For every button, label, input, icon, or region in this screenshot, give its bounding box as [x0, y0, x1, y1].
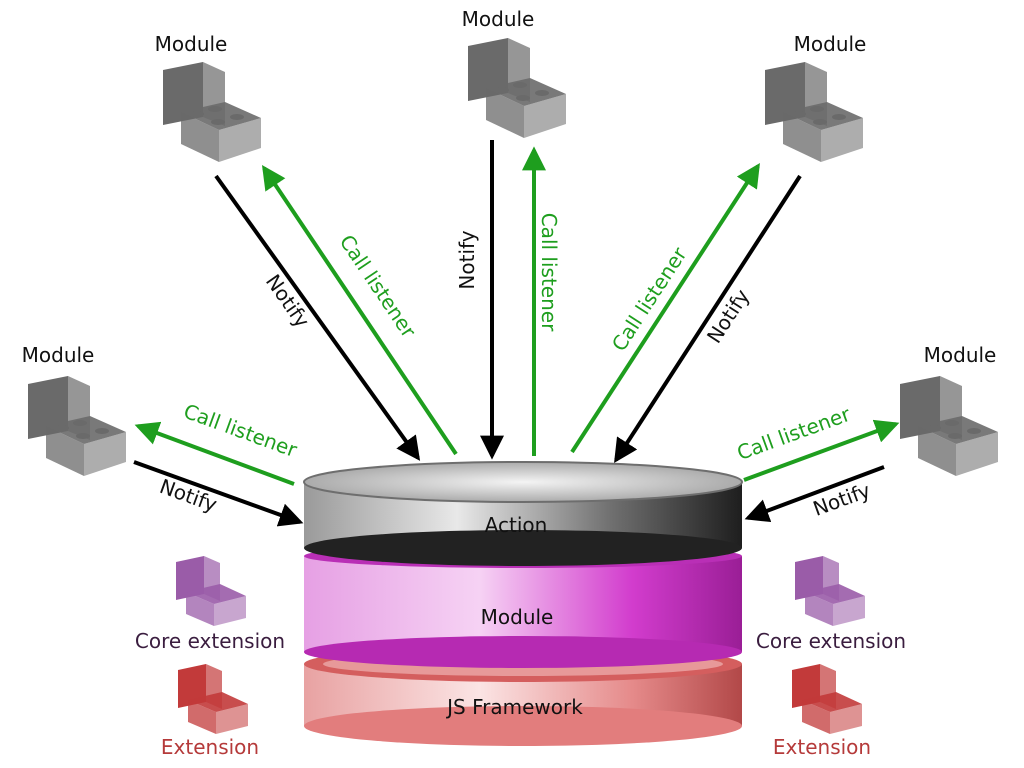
- module-label-top-right: Module: [794, 32, 867, 56]
- notify-arrow-top-right: [614, 174, 802, 464]
- module-label-mid-left: Module: [22, 343, 95, 367]
- call-arrow-top-right: [570, 162, 760, 454]
- module-layer-label: Module: [481, 605, 554, 629]
- extension-label-right: Extension: [773, 735, 871, 759]
- module-brick-top-center: [468, 38, 566, 138]
- action-layer: Action: [303, 461, 743, 566]
- notify-arrow-top-left: [214, 174, 421, 461]
- notify-arrows: [133, 140, 885, 527]
- extension-brick-right: [792, 664, 862, 734]
- notify-arrow-mid-right: [744, 465, 885, 523]
- call-arrow-top-left: [261, 165, 458, 456]
- call-listener-arrows: [134, 146, 900, 486]
- module-label-top-left: Module: [155, 32, 228, 56]
- notify-arrow-mid-left: [133, 460, 304, 527]
- extension-brick-left: [178, 664, 248, 734]
- core-extension-label-left: Core extension: [135, 629, 285, 653]
- core-extension-brick-left: [176, 556, 246, 626]
- module-brick-top-left: [163, 62, 261, 162]
- notify-label-top-center: Notify: [455, 230, 479, 289]
- call-label-mid-left: Call listener: [181, 399, 301, 462]
- module-brick-mid-right: [900, 376, 998, 476]
- extension-label-left: Extension: [161, 735, 259, 759]
- call-label-top-center: Call listener: [537, 213, 561, 332]
- module-brick-top-right: [765, 62, 863, 162]
- module-label-mid-right: Module: [924, 343, 997, 367]
- core-extension-label-right: Core extension: [756, 629, 906, 653]
- js-framework-label: JS Framework: [445, 695, 583, 719]
- module-brick-mid-left: [28, 376, 126, 476]
- call-label-top-right: Call listener: [607, 242, 692, 355]
- call-label-mid-right: Call listener: [734, 402, 854, 465]
- module-label-top-center: Module: [462, 7, 535, 31]
- call-label-top-left: Call listener: [335, 230, 422, 342]
- call-arrow-mid-left: [134, 421, 295, 486]
- core-extension-brick-right: [795, 556, 865, 626]
- call-arrow-mid-right: [743, 419, 900, 482]
- action-layer-label: Action: [485, 513, 548, 537]
